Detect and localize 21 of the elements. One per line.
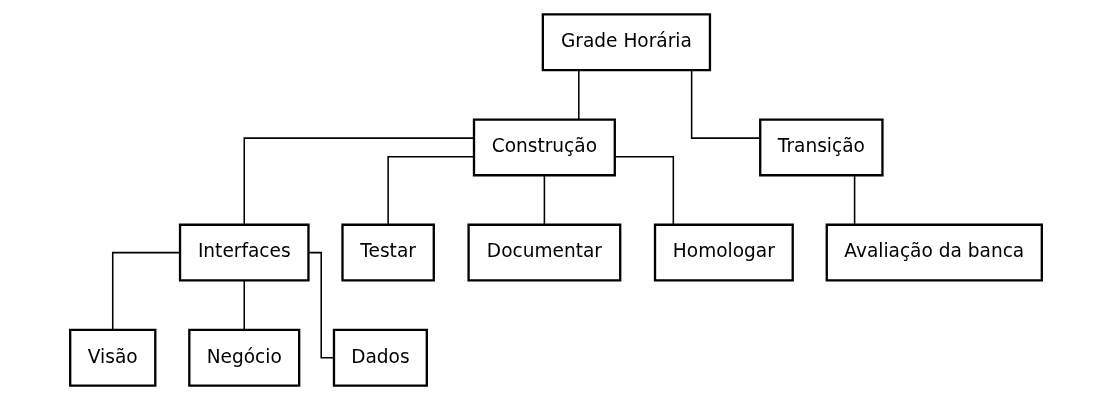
connector (690, 69, 760, 139)
node-box: Testar (340, 223, 435, 282)
connector (853, 174, 855, 226)
node-box: Homologar (653, 223, 794, 282)
connector (386, 155, 474, 226)
connector (577, 69, 580, 120)
node-box: Transição (758, 118, 884, 177)
node-box: Avaliação da banca (825, 223, 1043, 282)
node-box: Grade Horária (541, 13, 711, 72)
connector (307, 251, 335, 359)
node-box: Dados (332, 328, 428, 387)
node-box: Visão (68, 328, 156, 387)
connector (111, 251, 181, 331)
node-box: Interfaces (178, 223, 310, 282)
node-box: Construção (472, 118, 616, 177)
node-box: Documentar (466, 223, 621, 282)
connector (242, 137, 474, 226)
node-box: Negócio (187, 328, 300, 387)
connector (543, 174, 545, 226)
connector (613, 155, 674, 226)
connector (242, 280, 245, 331)
